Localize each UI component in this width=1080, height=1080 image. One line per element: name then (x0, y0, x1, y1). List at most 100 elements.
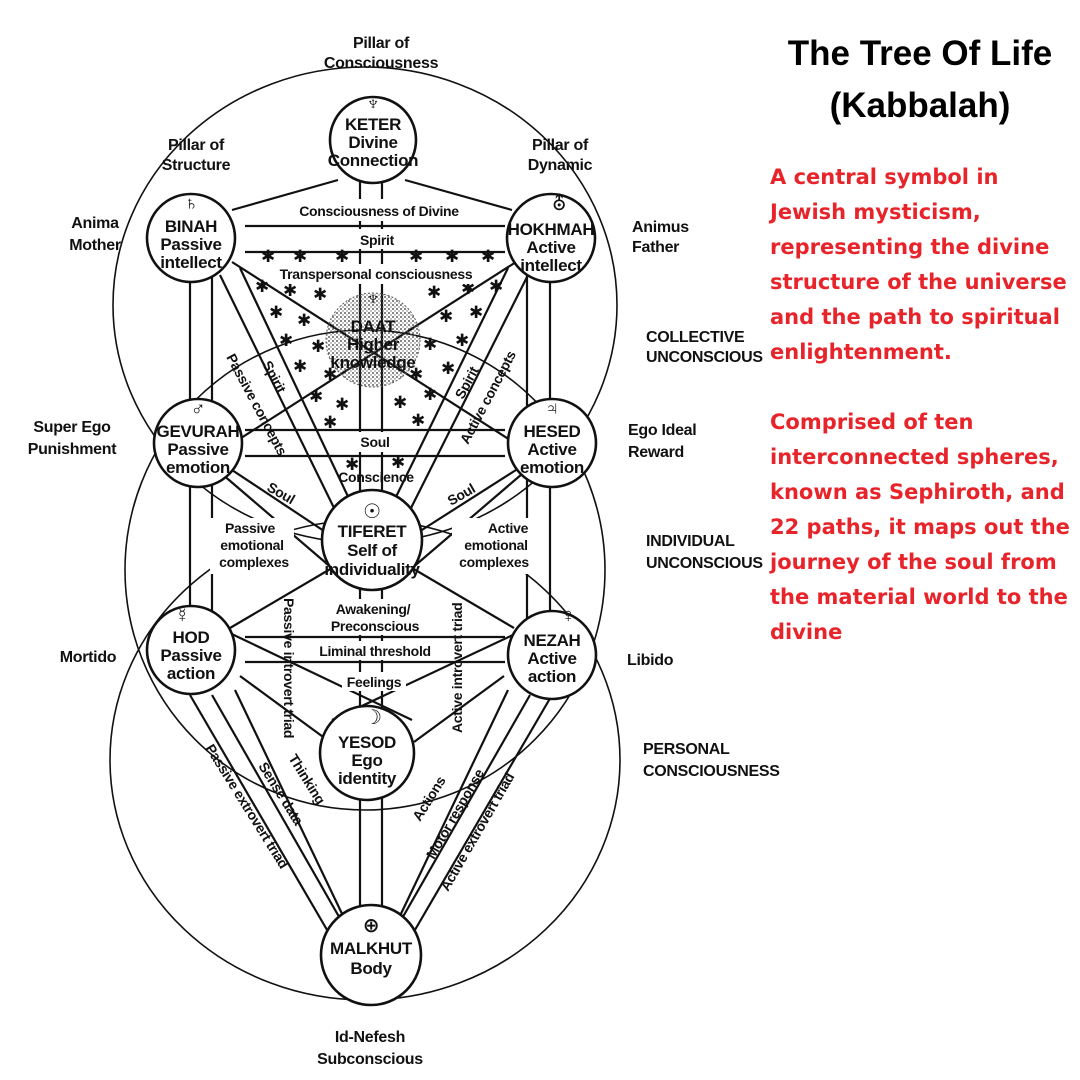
star-mark: ✱ (391, 453, 405, 472)
description-paragraph-1: A central symbol in Jewish mysticism, re… (770, 165, 1067, 364)
star-mark: ✱ (311, 337, 325, 356)
daat-name: DAAT (351, 317, 397, 336)
daat-symbol: ♆ (366, 288, 381, 310)
star-mark: ✱ (293, 357, 307, 376)
daat-line-1: Higher (347, 335, 400, 354)
hod-symbol: ☿ (175, 605, 190, 627)
star-mark: ✱ (293, 247, 307, 266)
star-mark: ✱ (427, 283, 441, 302)
gevurah-node: ♂ GEVURAH Passive emotion (152, 397, 244, 489)
nezah-name: NEZAH (523, 631, 580, 650)
path-keter-hokhmah (404, 178, 513, 212)
nezah-line-2: action (528, 667, 576, 686)
title-line-2: (Kabbalah) (829, 86, 1011, 125)
yesod-symbol: ☽ (364, 707, 382, 729)
star-mark: ✱ (409, 365, 423, 384)
label-super-ego-1: Super Ego (33, 419, 111, 436)
path-tiferet-hod (229, 567, 333, 629)
star-mark: ✱ (283, 281, 297, 300)
paths (188, 155, 553, 940)
label-passive-emotional-3: complexes (219, 554, 289, 570)
hod-line-2: action (167, 664, 215, 683)
label-passive-emotional-2: emotional (220, 537, 283, 553)
malkhut-circle (319, 903, 423, 1007)
hokhmah-line-2: intellect (520, 256, 582, 275)
gevurah-name: GEVURAH (157, 422, 240, 441)
keter-node: ♆ KETER Divine Connection (328, 93, 419, 185)
path-hod-malkhut-a (189, 694, 331, 936)
tiferet-name: TIFERET (338, 522, 408, 541)
malkhut-line-1: Body (350, 959, 392, 978)
label-collective-2: UNCONSCIOUS (646, 349, 763, 366)
path-hod-malkhut-b (211, 694, 343, 923)
hesed-name: HESED (523, 422, 580, 441)
label-active-emotional-2: emotional (464, 537, 527, 553)
gevurah-line-2: emotion (166, 458, 230, 477)
gevurah-line-1: Passive (167, 440, 228, 459)
gevurah-circle (152, 397, 244, 489)
transpersonal-star-field: ✱✱✱✱✱✱✱✱✱✱✱✱✱✱✱✱✱✱✱✱✱✱✱✱✱✱✱✱✱✱✱✱ (255, 247, 503, 474)
path-hod-malkhut-c (234, 689, 346, 921)
hesed-line-2: emotion (520, 458, 584, 477)
malkhut-name: MALKHUT (330, 939, 413, 958)
star-mark: ✱ (323, 365, 337, 384)
hesed-line-1: Active (527, 440, 576, 459)
binah-line-2: intellect (160, 253, 222, 272)
star-mark: ✱ (441, 359, 455, 378)
hod-circle (145, 604, 237, 696)
keter-circle (328, 95, 418, 185)
daat-sphere: ♆ DAAT Higher knowledge (325, 288, 421, 388)
label-super-ego-2: Punishment (28, 441, 118, 458)
label-pillar-structure-2: Structure (162, 157, 231, 174)
label-feelings: Feelings (347, 674, 402, 690)
nezah-circle (506, 609, 598, 701)
yesod-line-2: identity (338, 769, 397, 788)
star-mark: ✱ (269, 303, 283, 322)
yesod-name: YESOD (338, 733, 396, 752)
binah-line-1: Passive (160, 235, 221, 254)
label-passive-introvert: Passive introvert triad (281, 598, 297, 738)
hesed-circle (506, 397, 598, 489)
yesod-node: ☽ YESOD Ego identity (318, 704, 416, 802)
star-mark: ✱ (409, 247, 423, 266)
label-pillar-dynamic-1: Pillar of (532, 137, 589, 154)
label-liminal: Liminal threshold (319, 643, 431, 659)
star-mark: ✱ (423, 385, 437, 404)
path-nezah-malkhut-c (397, 689, 509, 921)
star-mark: ✱ (297, 311, 311, 330)
title-line-1: The Tree Of Life (787, 34, 1053, 73)
label-ego-ideal-2: Reward (628, 444, 684, 461)
label-passive-emotional-1: Passive (225, 520, 276, 536)
nezah-node: ♀ NEZAH Active action (506, 605, 598, 701)
malkhut-node: ⊕ MALKHUT Body (319, 903, 423, 1007)
label-active-emotional-1: Active (488, 520, 529, 536)
label-actions: Actions (409, 773, 449, 824)
page-title: The Tree Of Life (Kabbalah) (762, 28, 1078, 132)
label-individual-1: INDIVIDUAL (646, 533, 735, 550)
keter-line-1: Divine (348, 133, 397, 152)
label-soul-center: Soul (360, 434, 389, 450)
label-anima-2: Mother (69, 237, 121, 254)
path-hesed-tiferet (413, 469, 517, 536)
star-mark: ✱ (255, 277, 269, 296)
binah-node: ♄ BINAH Passive intellect (145, 192, 237, 284)
hod-name: HOD (173, 628, 210, 647)
label-animus-1: Animus (632, 219, 689, 236)
label-consciousness-of-divine: Consciousness of Divine (299, 203, 459, 219)
hokhmah-circle (505, 192, 597, 284)
label-personal-1: PERSONAL (643, 741, 730, 758)
tiferet-line-1: Self of (347, 541, 397, 560)
label-libido: Libido (627, 652, 674, 669)
label-pillar-consciousness-1: Pillar of (353, 35, 410, 52)
path-nezah-malkhut-a (411, 694, 553, 936)
tiferet-node: ☉ TIFERET Self of individuality (320, 488, 424, 592)
path-tiferet-nezah (411, 567, 515, 629)
star-mark: ✱ (335, 247, 349, 266)
path-keter-binah (231, 178, 339, 212)
binah-name: BINAH (165, 217, 217, 236)
star-mark: ✱ (393, 393, 407, 412)
yesod-line-1: Ego (351, 751, 382, 770)
path-hokhmah-tiferet-b (391, 267, 509, 506)
malkhut-symbol: ⊕ (363, 915, 379, 937)
path-nezah-malkhut-b (399, 694, 531, 923)
